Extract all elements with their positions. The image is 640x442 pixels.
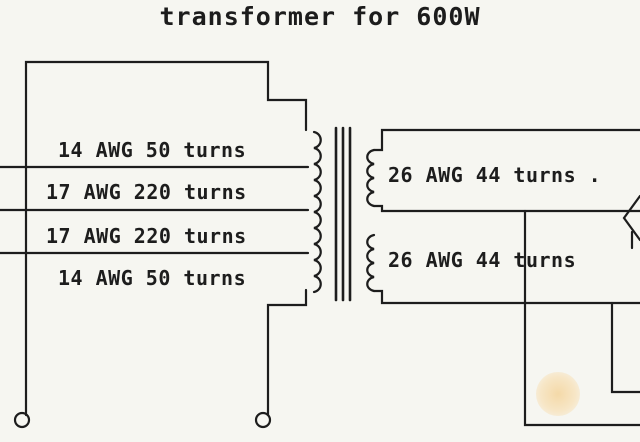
right-rail-left xyxy=(523,209,640,427)
primary-coil xyxy=(312,130,322,294)
terminal-right xyxy=(254,411,272,429)
primary-winding-label-4: 14 AWG 50 turns xyxy=(58,266,247,290)
secondary-bottom-wire xyxy=(372,289,640,305)
secondary-centertap-wire xyxy=(372,204,640,213)
primary-winding-label-3: 17 AWG 220 turns xyxy=(46,224,247,248)
primary-winding-label-1: 14 AWG 50 turns xyxy=(58,138,247,162)
terminal-left xyxy=(13,411,31,429)
secondary-coil-lower xyxy=(366,233,376,293)
bridge-diode-fragment xyxy=(622,194,640,242)
secondary-winding-label-2: 26 AWG 44 turns xyxy=(388,248,577,272)
paper-smudge xyxy=(536,372,580,416)
primary-lower-wire xyxy=(266,288,308,417)
right-rail-mid xyxy=(610,301,640,394)
diagram-title: transformer for 600W xyxy=(159,2,481,31)
primary-outer-wire xyxy=(24,60,308,417)
primary-winding-label-2: 17 AWG 220 turns xyxy=(46,180,247,204)
secondary-top-wire xyxy=(372,128,640,152)
secondary-coil-upper xyxy=(366,148,376,208)
secondary-winding-label-1: 26 AWG 44 turns . xyxy=(388,163,602,187)
